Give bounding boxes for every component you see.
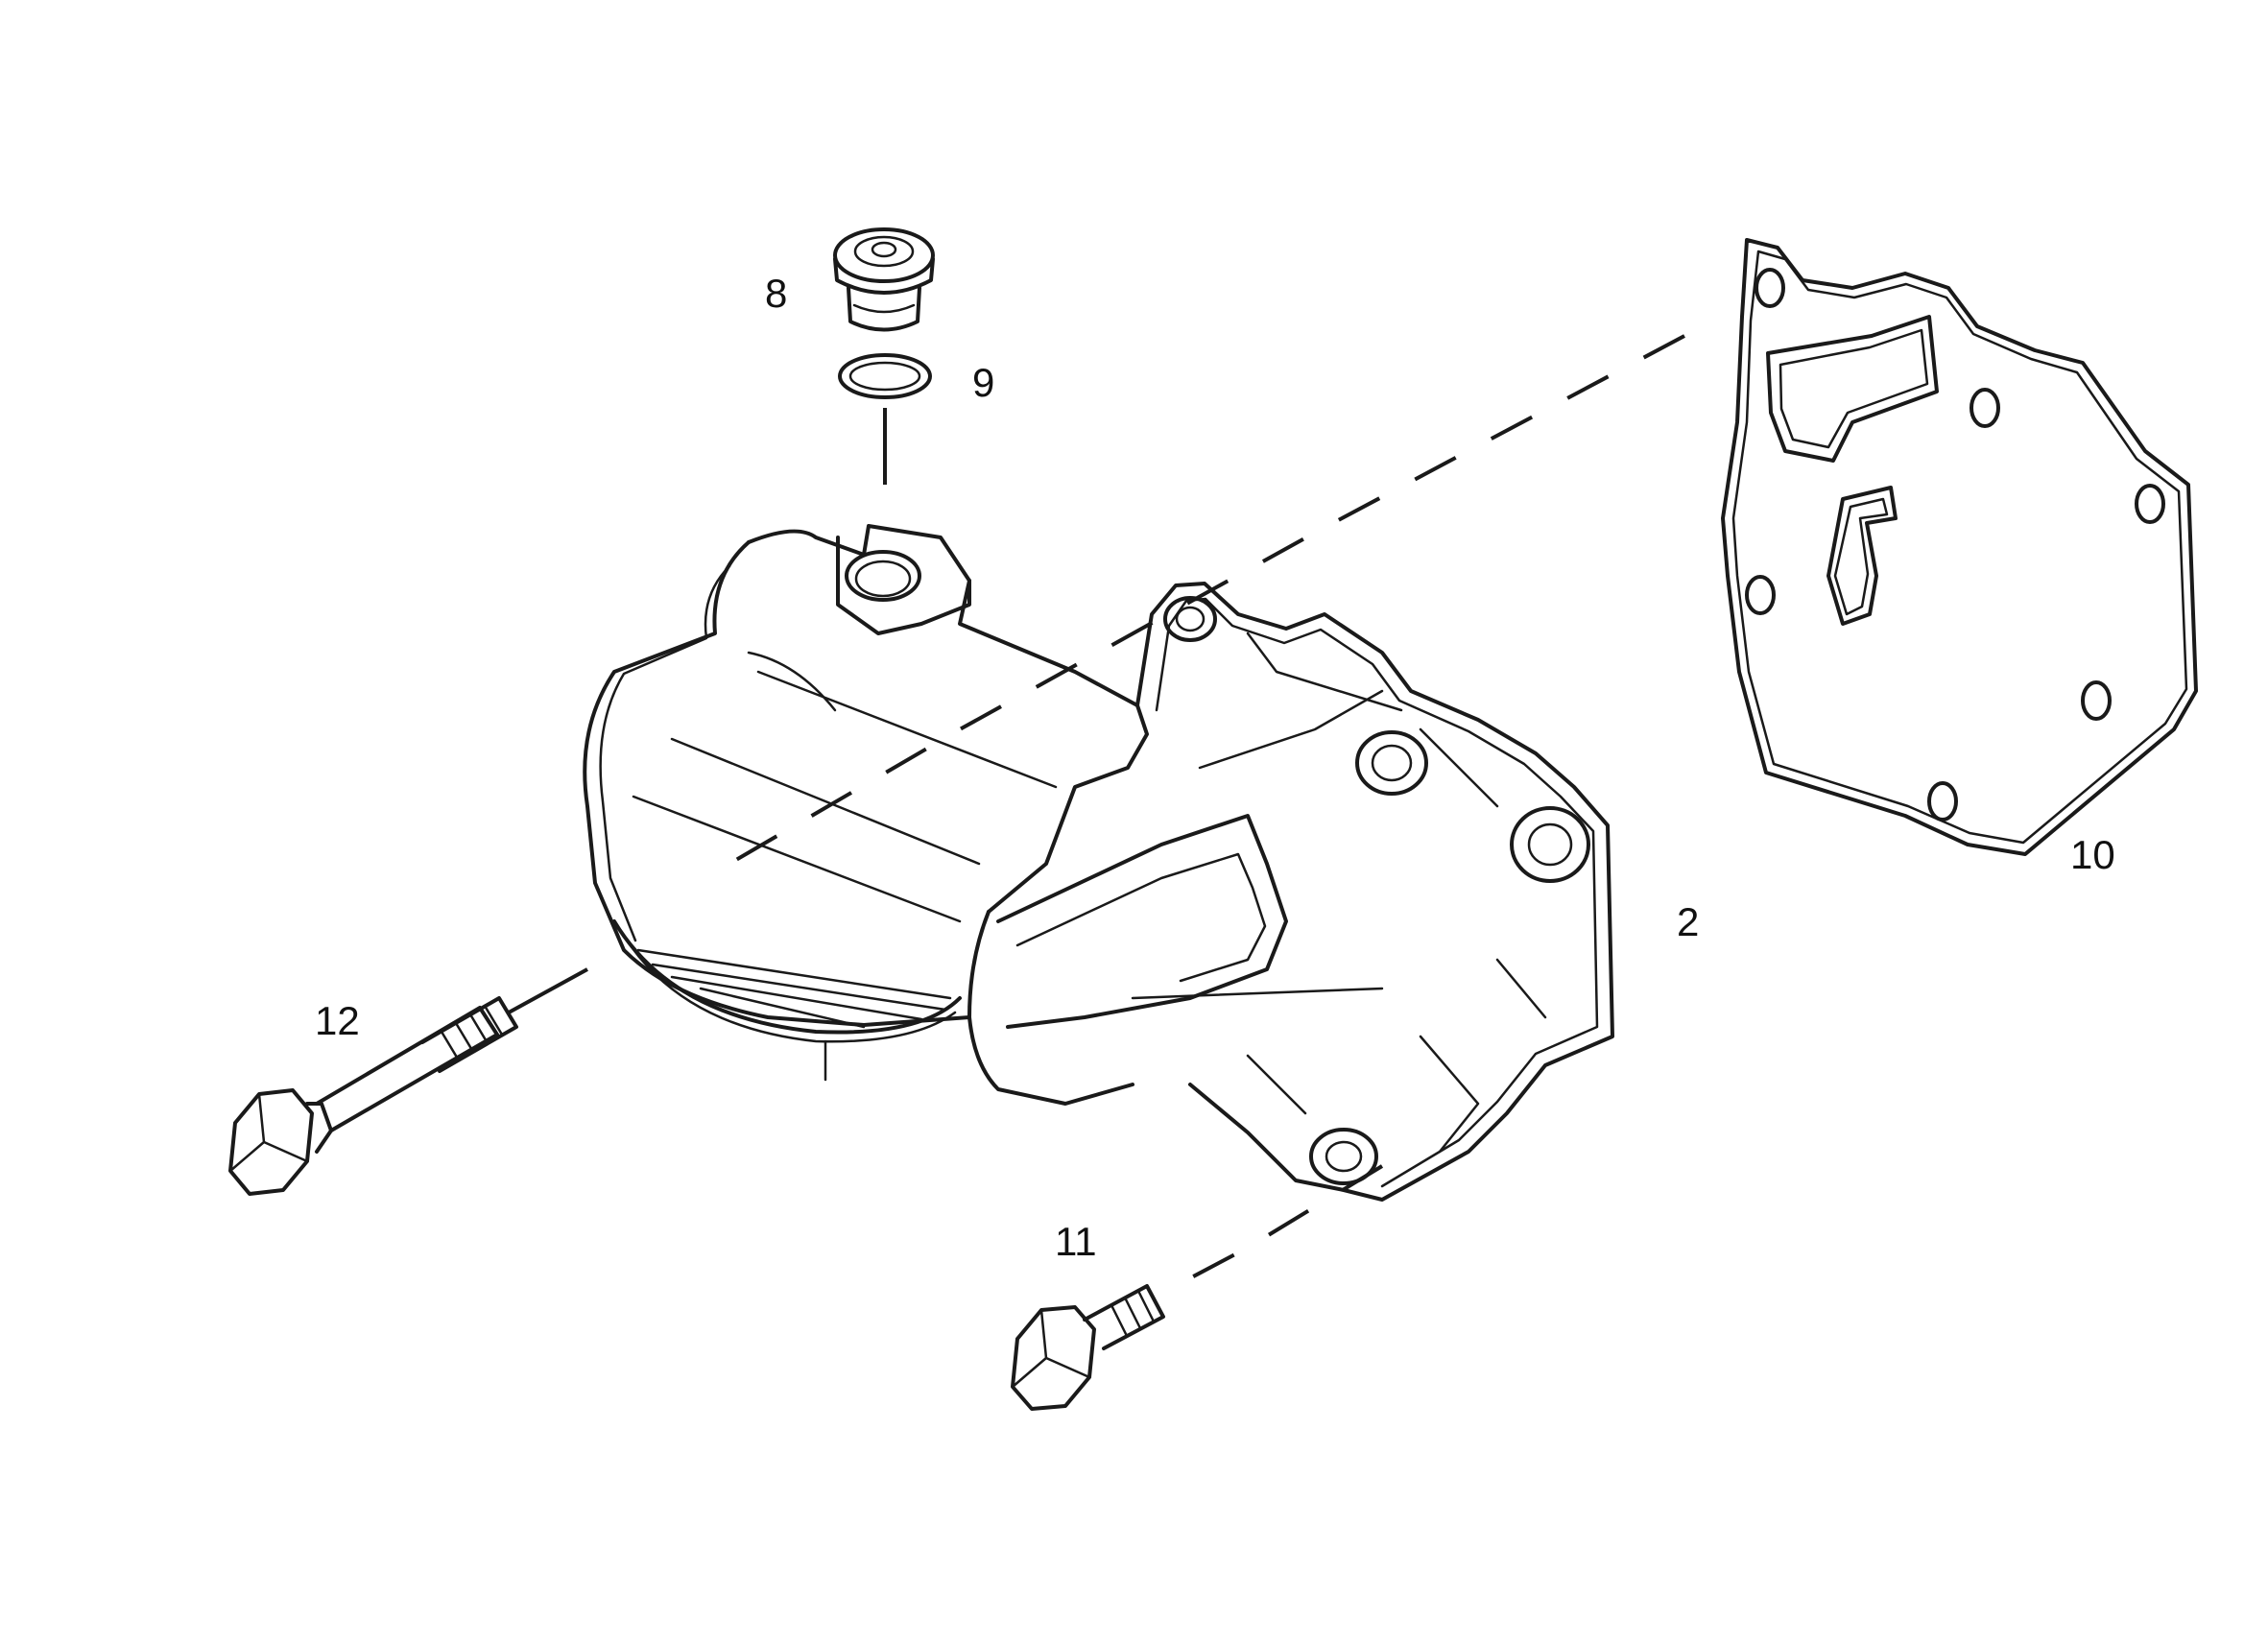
- assembly-centerline-bolt-11: [1165, 1164, 1384, 1293]
- part-10-gasket: [1721, 238, 2198, 856]
- callout-label-9: 9: [972, 360, 995, 405]
- leader-line-12: [508, 967, 588, 1014]
- part-9-o-ring: [838, 353, 932, 399]
- callout-label-11: 11: [1055, 1219, 1097, 1264]
- callout-label-12: 12: [315, 998, 360, 1043]
- part-12-long-bolt: [228, 996, 518, 1196]
- callout-label-10: 10: [2070, 832, 2115, 877]
- callout-label-2: 2: [1677, 899, 1700, 944]
- part-11-short-bolt: [1011, 1284, 1165, 1411]
- part-8-plug: [833, 227, 935, 332]
- part-2-housing: [583, 524, 1614, 1202]
- assembly-centerline-gasket: [728, 334, 1685, 866]
- callout-label-8: 8: [765, 271, 788, 316]
